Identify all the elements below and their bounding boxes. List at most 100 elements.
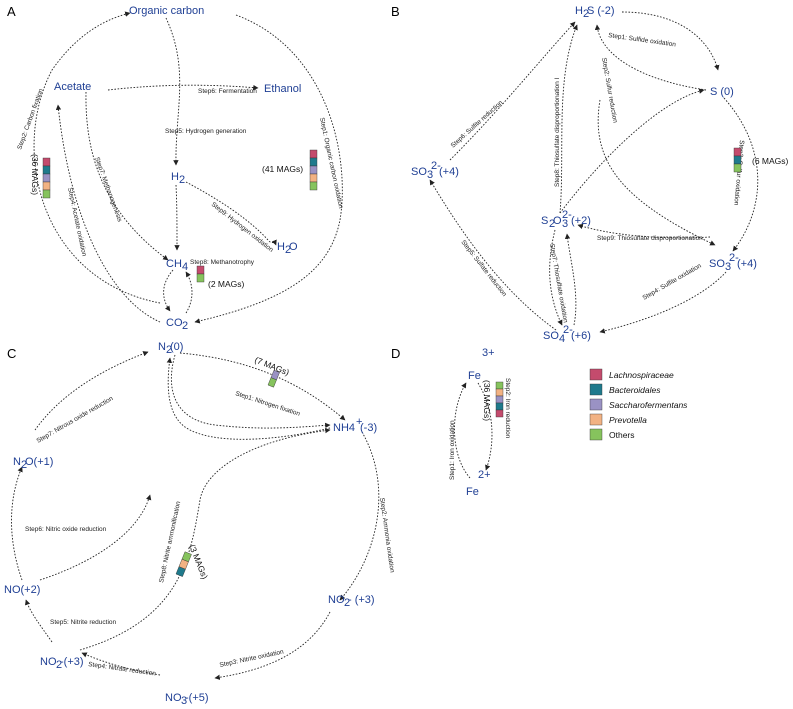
swatch-prevotella <box>309 173 318 183</box>
swatch-lachnospiraceae <box>495 409 504 418</box>
svg-text:2: 2 <box>583 8 589 20</box>
mags-b-6: (6 MAGs) <box>733 147 789 173</box>
step-a7-label: Step7: Methanogenesis <box>93 156 123 223</box>
node-organic-carbon: Organic carbon <box>129 5 204 17</box>
panel-c-nitrogen-cycle: C N 2 (0) NH4 + (-3) N 2 O(+1) NO(+2) <box>4 341 396 707</box>
mags-d-36: (36 MAGs) <box>482 380 504 421</box>
svg-text:-(+3): -(+3) <box>60 656 84 668</box>
legend-label: Prevotella <box>609 415 647 425</box>
panel-d-iron-cycle: D Fe 3+ Fe 2+ Step1: Iron oxidation Step… <box>391 346 511 498</box>
node-co2: CO 2 <box>166 317 188 332</box>
step-a8-label: Step8: Methanotrophy <box>190 259 255 266</box>
node-h2o: H 2 O <box>277 241 298 256</box>
mags-c-3: (3 MAGs) <box>175 543 210 581</box>
legend-swatch <box>589 383 603 396</box>
arrow-a-methanotrophy-down <box>163 269 174 312</box>
svg-text:Fe: Fe <box>466 486 479 498</box>
svg-text:H: H <box>575 5 583 17</box>
svg-text:SO: SO <box>709 258 725 270</box>
legend-label: Lachnospiraceae <box>609 370 674 380</box>
svg-text:3: 3 <box>427 169 433 181</box>
panel-b-sulfur-cycle: B H 2 S (-2) S (0) SO 3 2- (+4) S 2 O <box>391 4 789 345</box>
mags-a-36-label: (36 MAGs) <box>30 154 40 195</box>
svg-text:+: + <box>356 416 362 428</box>
arrow-c-nitrous-oxide-reduction <box>34 351 149 431</box>
step-b5-label: Step5: Sulfate reduction <box>459 239 507 298</box>
arrow-b-sulfur-oxidation <box>723 97 759 252</box>
step-c3-label: Step3: Nitrite oxidation <box>219 648 285 669</box>
step-c1-label: Step1: Nitrogen fixation <box>234 390 301 418</box>
arrow-c-no-to-n2o <box>39 494 152 581</box>
swatch-saccharofermentans <box>495 395 504 404</box>
svg-text:(+4): (+4) <box>737 258 757 270</box>
swatch-bacteroidales <box>495 402 504 411</box>
arrow-b-thiosulfate-disproportionation-i <box>559 24 578 214</box>
svg-text:SO: SO <box>411 166 427 178</box>
arrow-c-nh4-to-n2-inner <box>166 357 331 440</box>
svg-text:NO: NO <box>328 594 345 606</box>
svg-text:2: 2 <box>56 659 62 671</box>
step-b8-label: Step8: Thiosulfate disproportionation I <box>554 77 561 187</box>
swatch-others <box>309 181 318 191</box>
step-b7-label: Step7: Thiosulfate oxidation <box>548 243 569 323</box>
step-a6-label: Step6: Fermentation <box>198 88 257 95</box>
svg-text:SO: SO <box>543 330 559 342</box>
step-a9-label: Step9: Hydrogen oxidation <box>210 201 275 254</box>
mags-b-6-label: (6 MAGs) <box>752 156 789 166</box>
legend-swatch <box>589 368 603 381</box>
swatch-saccharofermentans <box>42 173 51 183</box>
step-c2-label: Step2: Ammonia oxidation <box>378 497 395 573</box>
swatch-lachnospiraceae <box>733 147 742 157</box>
swatch-others <box>181 551 192 563</box>
svg-text:2: 2 <box>21 459 27 471</box>
swatch-prevotella <box>42 181 51 191</box>
svg-text:O: O <box>553 215 562 227</box>
step-c6-label: Step6: Nitric oxide reduction <box>25 526 107 533</box>
step-b2-label: Step2: Sulfur reduction <box>600 57 618 124</box>
legend-label: Saccharofermentans <box>609 400 688 410</box>
svg-text:N: N <box>158 341 166 353</box>
svg-text:(+2): (+2) <box>571 215 591 227</box>
svg-text:(+6): (+6) <box>571 330 591 342</box>
legend-item-lachnospiraceae: Lachnospiraceae <box>589 368 674 381</box>
step-a5-label: Step5: Hydrogen generation <box>165 128 247 135</box>
swatch-bacteroidales <box>309 157 318 167</box>
step-c7-label: Step7: Nitrous oxide reduction <box>36 395 115 445</box>
node-no2-right: NO 2 - (+3) <box>328 594 375 609</box>
node-so3-left: SO 3 2- (+4) <box>411 160 459 181</box>
svg-text:3: 3 <box>181 695 187 707</box>
svg-text:S: S <box>541 215 548 227</box>
mags-a-36: (36 MAGs) <box>30 154 51 199</box>
svg-text:2-: 2- <box>562 209 572 221</box>
swatch-lachnospiraceae <box>309 149 318 159</box>
node-fe2: Fe 2+ <box>466 469 491 498</box>
svg-text:CO: CO <box>166 317 183 329</box>
mags-c-7-label: (7 MAGs) <box>253 355 291 378</box>
step-c5-label: Step5: Nitrite reduction <box>50 619 117 626</box>
svg-text:NH4: NH4 <box>333 422 355 434</box>
svg-text:2-: 2- <box>431 160 441 172</box>
svg-text:3: 3 <box>562 218 568 230</box>
arrow-d-iron-oxidation <box>454 382 471 479</box>
step-d1-label: Step1: Iron oxidation <box>449 420 456 480</box>
legend: Lachnospiraceae Bacteroidales Saccharofe… <box>589 368 688 441</box>
node-acetate: Acetate <box>54 81 91 93</box>
svg-text:O: O <box>289 241 298 253</box>
svg-text:2: 2 <box>549 218 555 230</box>
svg-text:CH: CH <box>166 258 182 270</box>
arrow-b-sulfate-to-thiosulfate <box>564 233 577 326</box>
svg-text:(0): (0) <box>170 341 183 353</box>
svg-text:2: 2 <box>344 597 350 609</box>
svg-text:O(+1): O(+1) <box>25 456 53 468</box>
step-b1-label: Step1: Sulfide oxidation <box>608 32 677 48</box>
svg-text:S (-2): S (-2) <box>587 5 615 17</box>
svg-text:Fe: Fe <box>468 370 481 382</box>
legend-item-prevotella: Prevotella <box>589 413 647 426</box>
panel-b-letter: B <box>391 4 400 19</box>
node-h2s: H 2 S (-2) <box>575 5 615 20</box>
arrow-a-methanotrophy-up <box>185 271 193 314</box>
svg-text:NO: NO <box>165 692 182 704</box>
arrow-a-acetate-oxidation <box>55 104 161 323</box>
step-b4-label: Step4: Sulfite oxidation <box>642 262 703 301</box>
